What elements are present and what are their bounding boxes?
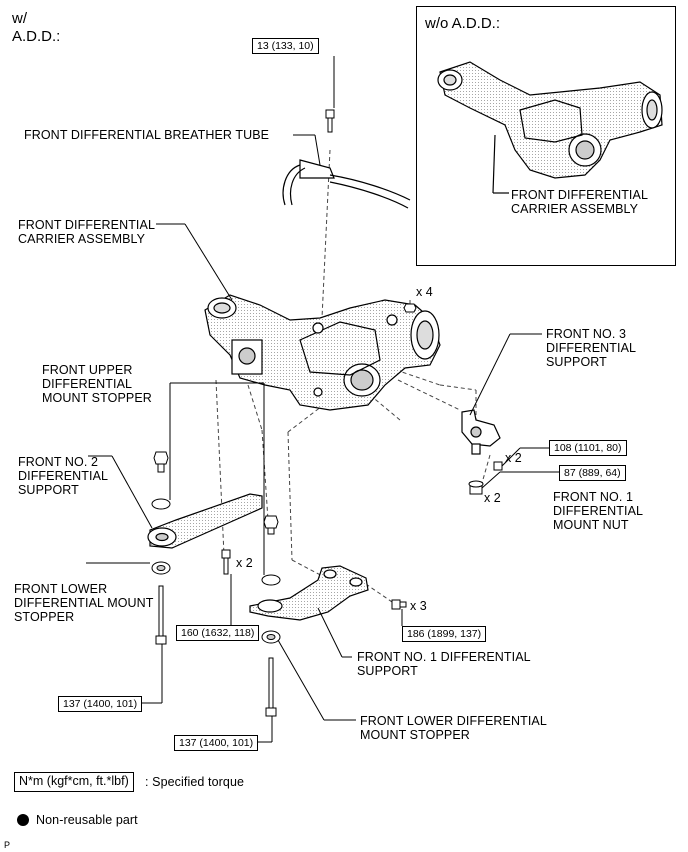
label-no2-support: FRONT NO. 2 DIFFERENTIAL SUPPORT [18, 455, 109, 497]
torque-no3-bolt: 108 (1101, 80) [549, 440, 627, 456]
inset-panel: w/o A.D.D.: FRONT DIFFERENTIAL CARRIER A… [416, 6, 676, 266]
qty-top-nuts: x 4 [416, 285, 433, 299]
center-bolt [221, 549, 231, 575]
torque-breather: 13 (133, 10) [252, 38, 319, 54]
torque-center-bolt: 160 (1632, 118) [176, 625, 260, 641]
no1-support-bolt [391, 599, 407, 610]
qty-no1-support-bolts: x 3 [410, 599, 427, 613]
inset-carrier-label: FRONT DIFFERENTIAL CARRIER ASSEMBLY [511, 188, 648, 216]
label-breather-tube: FRONT DIFFERENTIAL BREATHER TUBE [24, 128, 270, 142]
breather-tube-drawing [282, 159, 411, 209]
with-add-line1: w/ [12, 10, 27, 27]
breather-bolt [325, 109, 335, 133]
label-lower-mount-stopper-bottom: FRONT LOWER DIFFERENTIAL MOUNT STOPPER [360, 714, 547, 742]
label-upper-mount-stopper: FRONT UPPER DIFFERENTIAL MOUNT STOPPER [42, 363, 152, 405]
label-no3-support: FRONT NO. 3 DIFFERENTIAL SUPPORT [546, 327, 637, 369]
no1-nut [468, 480, 484, 495]
upper-right-nut [263, 515, 279, 535]
qty-no1-nuts: x 2 [484, 491, 501, 505]
torque-left-long-bolt: 137 (1400, 101) [58, 696, 143, 712]
upper-left-nut [153, 451, 169, 473]
washers [151, 498, 281, 644]
inset-title: w/o A.D.D.: [425, 15, 501, 32]
legend-unit-desc: : Specified torque [145, 775, 245, 789]
qty-no3-bolts: x 2 [505, 451, 522, 465]
long-bolt-left [155, 585, 167, 645]
legend-non-reusable: Non-reusable part [36, 813, 138, 827]
torque-bottom-long-bolt: 137 (1400, 101) [174, 735, 259, 751]
no3-bolt [493, 461, 503, 471]
top-nut [403, 303, 417, 313]
label-lower-mount-stopper-left: FRONT LOWER DIFFERENTIAL MOUNT STOPPER [14, 582, 154, 624]
no1-support-drawing [249, 565, 369, 621]
torque-no1-nut: 87 (889, 64) [559, 465, 626, 481]
carrier-assembly-drawing [204, 294, 441, 411]
with-add-line2: A.D.D.: [12, 28, 61, 45]
no2-support-drawing [147, 493, 263, 549]
inset-carrier-drawing [437, 61, 663, 194]
non-reusable-bullet [17, 814, 29, 826]
long-bolt-bottom [265, 657, 277, 717]
no3-support-drawing [461, 409, 501, 455]
label-no1-mount-nut: FRONT NO. 1 DIFFERENTIAL MOUNT NUT [553, 490, 644, 532]
label-no1-support: FRONT NO. 1 DIFFERENTIAL SUPPORT [357, 650, 531, 678]
qty-center-bolts: x 2 [236, 556, 253, 570]
label-carrier-assembly: FRONT DIFFERENTIAL CARRIER ASSEMBLY [18, 218, 155, 246]
leader-lines [86, 56, 559, 743]
torque-no1-support-bolt: 186 (1899, 137) [402, 626, 487, 642]
footer-code: P [4, 840, 11, 850]
legend-unit-box: N*m (kgf*cm, ft.*lbf) [14, 772, 134, 792]
